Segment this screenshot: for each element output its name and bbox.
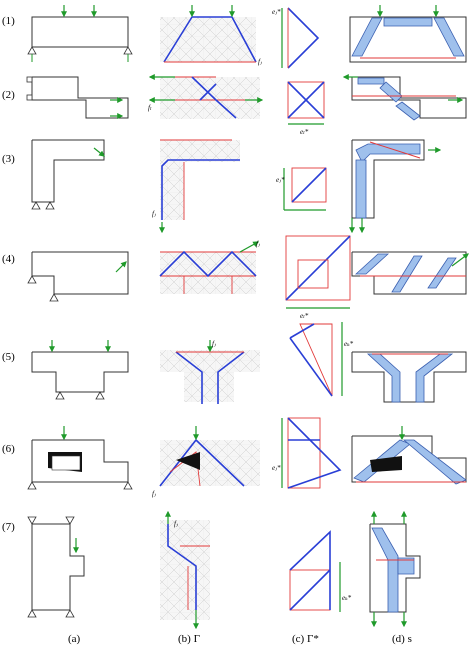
row-6-structure [27, 426, 133, 490]
row-1-fj-label: fⱼ [258, 58, 262, 66]
row-6-gamma: fⱼ [152, 426, 260, 498]
row-4-gamma: fⱼ [159, 240, 260, 294]
row-1-gamma-star: eⱼ* [272, 7, 320, 69]
row-6-ej-label: eⱼ* [272, 464, 281, 472]
row-6-fj-label: fⱼ [152, 490, 156, 498]
row-4-el-label: eₗ* [300, 312, 309, 320]
row-2-gamma: fₗ [148, 74, 264, 119]
row-label-4: (4) [2, 253, 15, 265]
row-5-gamma: fⱼ [160, 340, 260, 404]
row-3-gamma-star: eⱼ* [276, 167, 327, 211]
row-3-gamma: fⱼ [152, 139, 240, 234]
row-5-gamma-star: eₖ* [289, 322, 354, 397]
row-1-ej-label: eⱼ* [272, 8, 281, 16]
row-4-structure [27, 251, 129, 302]
row-7-gamma: fⱼ [160, 510, 210, 630]
column-label-b: (b) Γ [178, 633, 200, 645]
row-3-fj-label: fⱼ [152, 210, 156, 218]
row-3-ej-label: eⱼ* [276, 176, 285, 184]
row-7-gamma-star: eₖ* [289, 530, 352, 612]
row-6-gamma-star: eⱼ* [272, 417, 342, 489]
row-7-strut [369, 510, 421, 628]
row-2-fl-label: fₗ [148, 104, 152, 112]
row-4-fj-label: fⱼ [256, 240, 260, 248]
row-label-7: (7) [2, 521, 15, 533]
row-7-structure [27, 516, 85, 618]
row-3-strut [349, 139, 442, 234]
row-4-gamma-star: eₗ* [285, 235, 351, 320]
row-2-structure [26, 76, 129, 119]
column-label-c: (c) Γ* [292, 633, 319, 645]
row-5-structure [31, 340, 129, 400]
row-7-fj-label: fⱼ [174, 520, 178, 528]
row-5-fj-label: fⱼ [212, 340, 216, 348]
row-1-strut [349, 5, 467, 63]
row-5-strut [351, 351, 467, 403]
row-6-strut [351, 426, 467, 485]
row-label-1: (1) [2, 15, 15, 27]
column-label-d: (d) s [392, 633, 412, 645]
row-label-5: (5) [2, 351, 15, 363]
row-2-strut [342, 74, 467, 121]
row-5-ek-label: eₖ* [344, 340, 354, 348]
row-3-structure [31, 139, 105, 210]
row-2-el-label: eₗ* [300, 128, 309, 136]
row-1-structure [27, 5, 133, 62]
column-label-a: (a) [68, 633, 81, 645]
row-4-strut [351, 251, 469, 295]
row-label-6: (6) [2, 443, 15, 455]
row-2-gamma-star: eₗ* [287, 81, 325, 136]
row-7-ek-label: eₖ* [342, 594, 352, 602]
row-label-3: (3) [2, 153, 15, 165]
row-label-2: (2) [2, 89, 15, 101]
row-1-gamma: fⱼ [160, 5, 262, 66]
